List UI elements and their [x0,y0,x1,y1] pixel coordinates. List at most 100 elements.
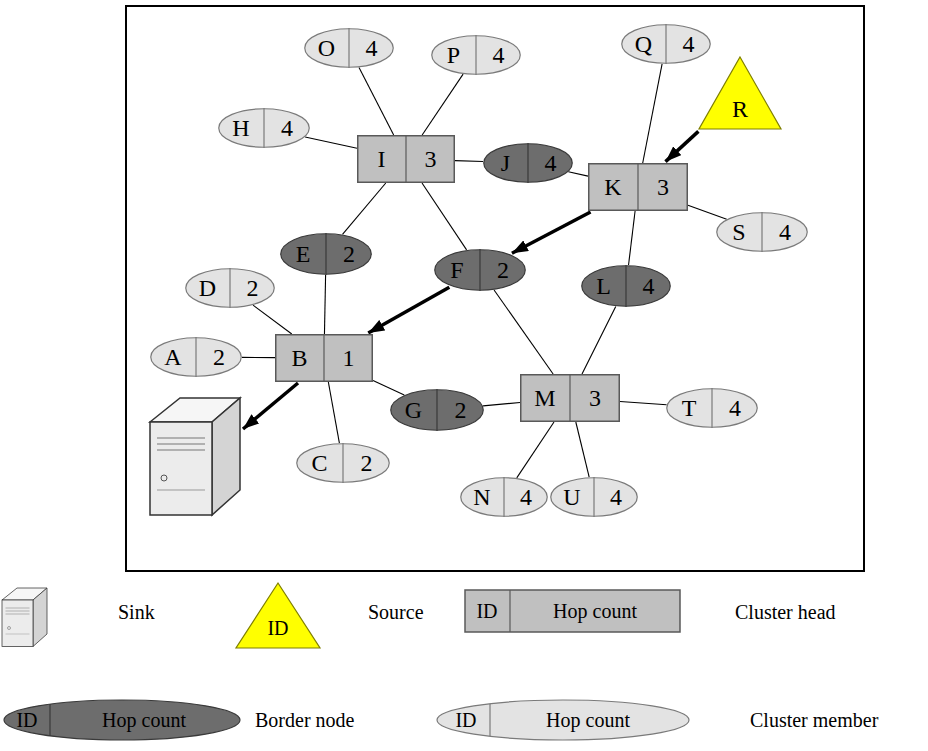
route-arrow [666,131,699,161]
link-line [253,305,292,334]
node-divider [637,163,638,211]
node-outline [588,163,688,211]
border-node: J4 [483,143,573,183]
node-shape [589,164,688,211]
node-divider [479,249,480,291]
node-id: N [473,485,490,509]
hop-count: 3 [657,175,669,199]
node-outline [581,265,671,307]
node-shape [151,338,242,377]
hop-count: 3 [425,147,437,171]
node-shape [484,144,573,183]
hop-count: 2 [497,258,509,282]
node-divider [711,388,712,428]
link-line [568,172,588,176]
cluster-member: S4 [716,212,808,252]
node-shape [358,136,455,183]
legend-divider [489,704,490,736]
node-divider [593,477,594,517]
cluster-head: M3 [520,374,620,422]
border-node: E2 [280,233,372,275]
node-outline [716,212,808,252]
legend-sample-text: Hop count [102,710,186,730]
node-shape [186,269,275,308]
hop-count: 4 [683,32,695,56]
node-id: F [450,258,463,282]
node-id: U [563,485,580,509]
cluster-member: T4 [666,388,758,428]
hop-count: 3 [589,386,601,410]
node-divider [475,35,476,75]
hop-count: 4 [520,485,532,509]
cluster-member: D2 [185,268,275,308]
cluster-member: P4 [431,35,521,75]
hop-count: 4 [610,485,622,509]
cluster-member: H4 [218,108,310,148]
link-line [324,275,325,334]
node-outline [218,108,310,148]
node-id: S [732,220,745,244]
node-divider [323,334,324,382]
cluster-member: C2 [296,443,390,483]
hop-count: 4 [729,396,741,420]
link-line [688,205,727,219]
legend-cluster-head-box [465,590,680,632]
node-id: A [164,345,181,369]
link-line [422,183,467,250]
node-divider [665,24,666,64]
node-id: K [604,175,621,199]
legend-sample-text: Hop count [553,601,637,621]
node-shape [276,335,373,382]
link-line [328,382,339,443]
node-shape [551,478,638,517]
node-shape [432,36,521,75]
sink-server [150,398,240,515]
legend-text: Sink [118,602,155,622]
legend-divider [509,590,510,632]
node-shape [667,389,758,428]
node-outline [185,268,275,308]
legend-text: Source [368,602,424,622]
link-line [422,74,463,135]
link-line [483,403,520,406]
node-id: L [596,274,611,298]
node-shape [435,250,526,291]
legend-border-ellipse [4,700,240,740]
route-arrow [512,212,591,253]
node-shape [297,444,390,483]
legend-source-triangle [236,583,320,648]
node-id: G [405,398,422,422]
node-shape [281,234,372,275]
node-id: J [501,151,510,175]
hop-count: 4 [545,151,557,175]
node-outline [550,477,638,517]
node-outline [390,389,484,431]
node-divider [405,135,406,183]
cluster-member: O4 [304,28,394,68]
legend-sink-icon [2,588,47,647]
node-id: P [447,43,460,67]
border-node: F2 [434,249,526,291]
node-divider [195,337,196,377]
node-divider [503,477,504,517]
node-shape [622,25,711,64]
border-node: L4 [581,265,671,307]
link-line [576,422,589,477]
node-id: H [232,116,249,140]
link-line [517,422,554,478]
hop-count: 2 [213,345,225,369]
node-outline [483,143,573,183]
cluster-member: N4 [460,477,548,517]
node-shape [699,57,781,129]
node-outline [275,334,373,382]
node-divider [569,374,570,422]
source-node: R [698,56,782,130]
node-shape [219,109,310,148]
hop-count: 4 [779,220,791,244]
node-shape [305,29,394,68]
node-id: C [311,451,327,475]
legend-member-ellipse [437,700,689,740]
node-outline [621,24,711,64]
